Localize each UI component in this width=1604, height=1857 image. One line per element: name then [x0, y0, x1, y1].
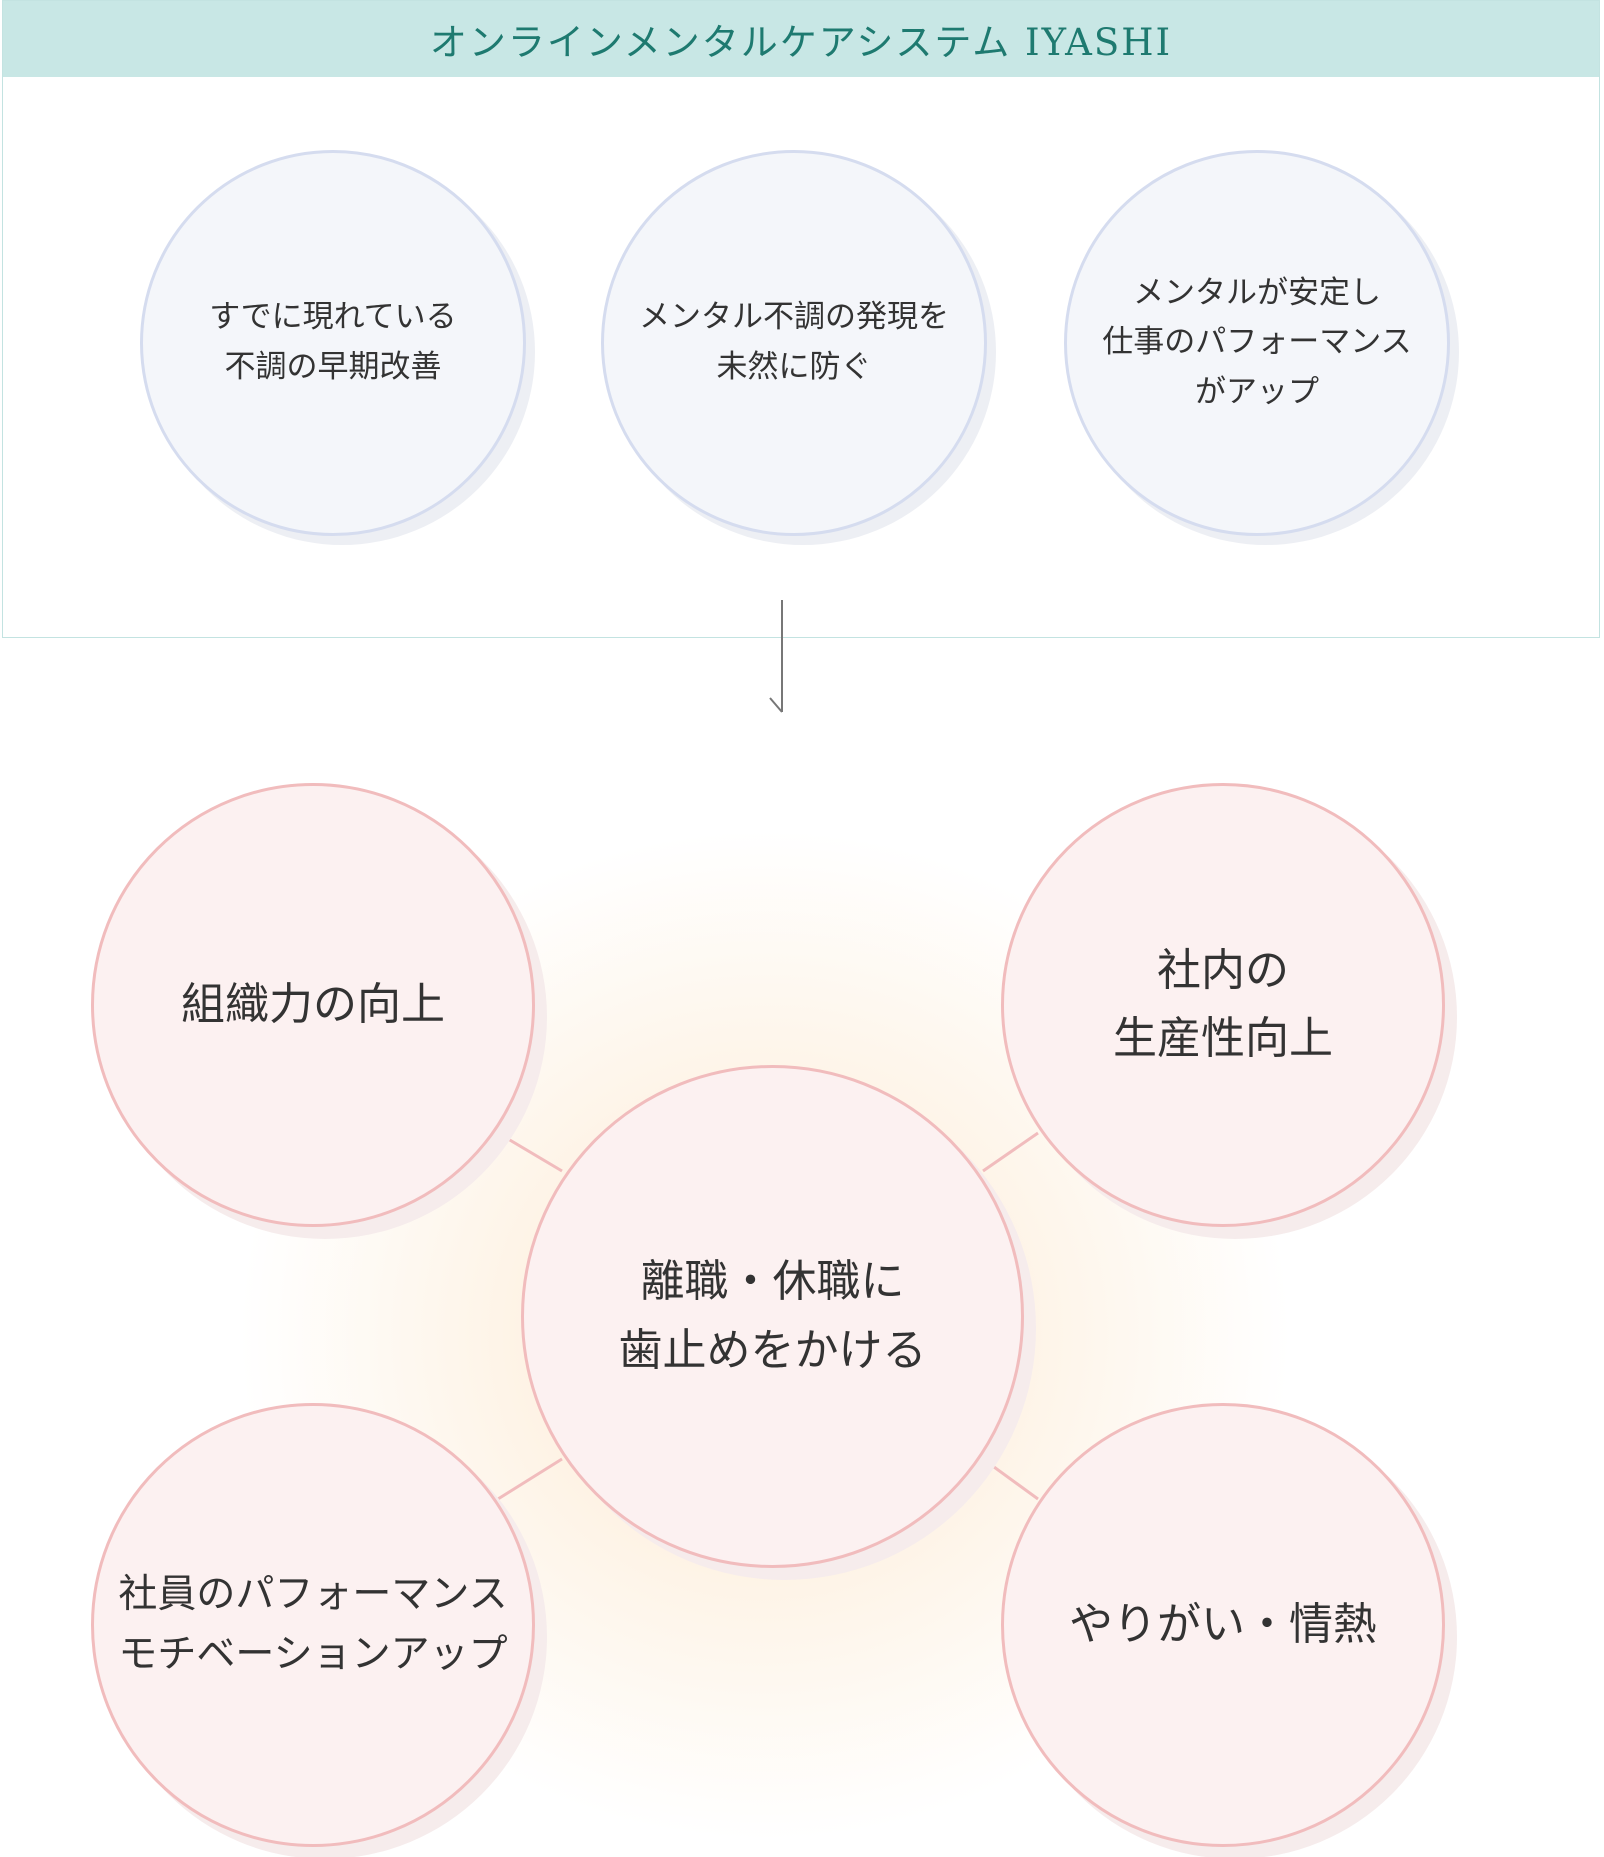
- benefit-circle-performance: メンタルが安定し 仕事のパフォーマンス がアップ: [1064, 150, 1450, 536]
- outcome-productivity: 社内の 生産性向上: [1001, 783, 1445, 1227]
- outcome-label: 組織力の向上: [181, 978, 445, 1030]
- outcome-motivation: 社員のパフォーマンス モチベーションアップ: [91, 1403, 535, 1847]
- benefit-circle-prevention: メンタル不調の発現を 未然に防ぐ: [601, 150, 987, 536]
- outcome-passion: やりがい・情熱: [1001, 1403, 1445, 1847]
- panel-title: オンラインメンタルケアシステム IYASHI: [429, 21, 1173, 64]
- down-arrow-icon: [769, 600, 783, 713]
- panel-header: オンラインメンタルケアシステム IYASHI: [3, 1, 1599, 77]
- center-label: 離職・休職に 歯止めをかける: [618, 1256, 927, 1376]
- benefit-label: メンタルが安定し 仕事のパフォーマンス がアップ: [1102, 274, 1412, 410]
- connector-line: [982, 1131, 1039, 1173]
- outcome-label: 社内の 生産性向上: [1113, 944, 1333, 1064]
- benefit-circle-early-improvement: すでに現れている 不調の早期改善: [140, 150, 526, 536]
- benefit-label: すでに現れている 不調の早期改善: [209, 299, 457, 385]
- connector-line: [497, 1131, 563, 1173]
- benefit-label: メンタル不調の発現を 未然に防ぐ: [639, 299, 949, 385]
- outcome-label: やりがい・情熱: [1069, 1598, 1377, 1650]
- outcome-organizational-strength: 組織力の向上: [91, 783, 535, 1227]
- outcome-label: 社員のパフォーマンス モチベーションアップ: [118, 1571, 508, 1677]
- connector-line: [497, 1457, 563, 1501]
- outcome-center-retention: 離職・休職に 歯止めをかける: [521, 1065, 1024, 1568]
- connector-line: [982, 1457, 1039, 1501]
